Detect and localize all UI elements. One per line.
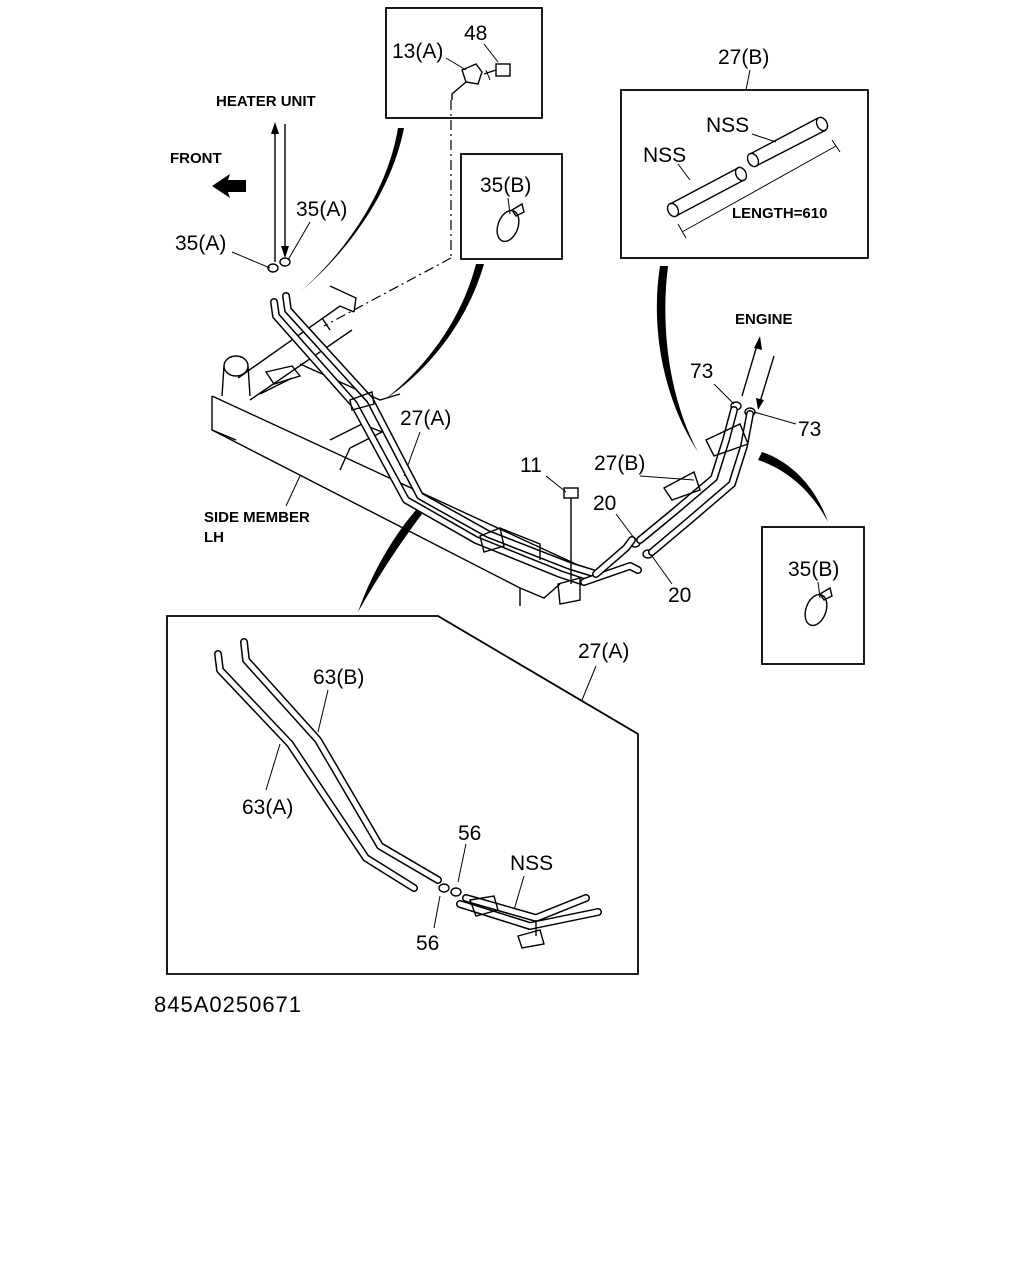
inset-hose-box: NSS NSS LENGTH=610 <box>620 89 869 259</box>
part-label-73-right: 73 <box>798 418 821 441</box>
part-label-35b: 35(B) <box>480 174 531 197</box>
part-label-73-left: 73 <box>690 360 713 383</box>
callout-swoosh-clamp <box>384 264 484 400</box>
front-arrow-icon <box>212 174 246 198</box>
part-label-11: 11 <box>520 454 542 477</box>
length-note: LENGTH=610 <box>732 205 827 222</box>
part-label-20-upper: 20 <box>593 492 616 515</box>
heater-unit-arrows <box>271 122 289 262</box>
hose-27b-main <box>636 406 754 556</box>
part-label-35a-left: 35(A) <box>175 232 226 255</box>
arrow-up-icon <box>754 336 762 350</box>
part-label-27a-mid: 27(A) <box>400 407 451 430</box>
part-label-13a: 13(A) <box>392 40 443 63</box>
part-label-63a: 63(A) <box>242 796 293 819</box>
part-label-27b-top: 27(B) <box>718 46 769 69</box>
nss-label-lower: NSS <box>643 144 686 167</box>
detail-box-27a: 27(A) 63(B) 63(A) 56 56 NSS <box>166 615 639 975</box>
nss-pipe-assembly-icon <box>456 894 602 949</box>
hose-clamp-icon <box>496 202 525 243</box>
part-label-48: 48 <box>464 22 487 45</box>
part-label-27a-detail: 27(A) <box>578 640 629 663</box>
heater-pipe-27a-main <box>270 292 600 586</box>
arrow-down-icon <box>281 246 289 258</box>
pipe-bracket-clips <box>321 317 581 605</box>
callout-swoosh-clamp-right <box>758 452 828 522</box>
front-label: FRONT <box>170 150 222 167</box>
part-label-27b-mid: 27(B) <box>594 452 645 475</box>
bracket-leader-line-2 <box>323 257 452 327</box>
engine-label: ENGINE <box>735 311 793 328</box>
bolt-icon <box>483 63 511 81</box>
part-label-56-lower: 56 <box>416 932 439 955</box>
callout-swoosh-hose <box>656 266 698 452</box>
clamp-35a-icons <box>267 257 291 273</box>
bracket-icon <box>451 63 483 100</box>
diagram-id: 845A0250671 <box>154 992 302 1017</box>
inset-bracket-box: 13(A) 48 <box>385 7 543 119</box>
length-dimension <box>677 139 841 239</box>
hose-segment-lower <box>666 166 748 218</box>
arrow-down-icon <box>756 398 764 410</box>
hose-segment-upper <box>746 116 829 168</box>
arrow-up-icon <box>271 122 279 134</box>
side-member-side-label: LH <box>204 529 224 546</box>
nss-label-upper: NSS <box>706 114 749 137</box>
part-label-63b: 63(B) <box>313 666 364 689</box>
heater-unit-label: HEATER UNIT <box>216 93 316 110</box>
inset-clamp-box-upper: 35(B) <box>460 153 563 260</box>
pipe-63a-icon <box>214 650 418 892</box>
engine-side-pipes <box>580 536 642 586</box>
part-label-20-lower: 20 <box>668 584 691 607</box>
pipe-63b-icon <box>240 638 442 884</box>
nss-label-detail: NSS <box>510 852 553 875</box>
part-label-35a-right: 35(A) <box>296 198 347 221</box>
hose-clamp-icon <box>804 586 833 627</box>
inset-clamp-box-right: 35(B) <box>761 526 865 665</box>
callout-swoosh-detail <box>358 510 422 612</box>
side-member-label: SIDE MEMBER <box>204 509 310 526</box>
clamp-56-icons <box>438 883 462 897</box>
part-label-56-upper: 56 <box>458 822 481 845</box>
bolt-11-icon <box>563 487 579 510</box>
engine-arrows <box>741 336 775 410</box>
part-label-35b-right: 35(B) <box>788 558 839 581</box>
